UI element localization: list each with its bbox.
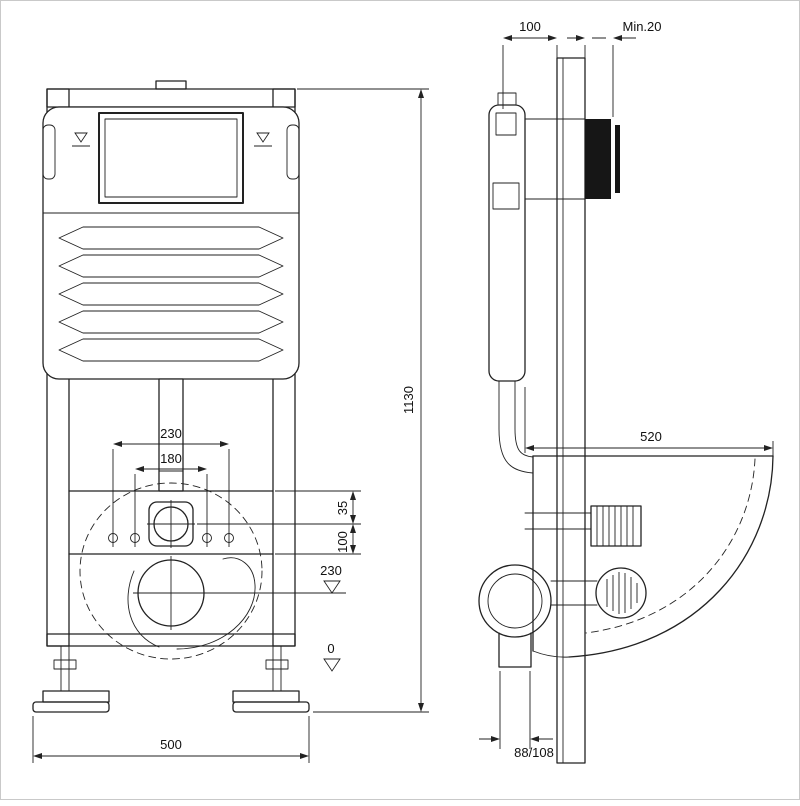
dim-text-inlet-offset: 35: [335, 501, 350, 515]
frame-rail-side: [556, 57, 586, 764]
mounting-plate: [68, 490, 274, 555]
dim-overall-height: 1130: [297, 88, 429, 713]
level-text-floor: 0: [327, 641, 334, 656]
side-clip-left: [42, 124, 56, 180]
dim-wall-finish: Min.20: [567, 19, 662, 117]
cistern-front: [42, 106, 300, 380]
inspection-window: [98, 112, 244, 204]
flush-marker-right: [254, 132, 272, 147]
dim-bowl-projection: 520: [524, 387, 774, 456]
dim-text-overall-height: 1130: [401, 386, 416, 414]
dim-text-outlet-pipe: 88/108: [514, 745, 554, 760]
level-text-outlet: 230: [320, 563, 342, 578]
bowl-outline-side: [532, 455, 774, 658]
dim-text-frame-depth: 100: [519, 19, 541, 34]
side-clip-right: [286, 124, 300, 180]
support-feet: [32, 645, 310, 713]
flush-plate-box: [524, 118, 620, 200]
flush-bend-side: [498, 380, 534, 474]
outlet-connector: [550, 567, 647, 619]
front-view: [32, 80, 310, 713]
dim-text-wall-finish: Min.20: [622, 19, 661, 34]
wall-fixing-block: [524, 505, 642, 547]
dim-outlet-pipe: 88/108: [479, 671, 554, 760]
dim-text-bolts-inner: 180: [160, 451, 182, 466]
dim-text-overall-width: 500: [160, 737, 182, 752]
flush-pipe: [158, 378, 184, 492]
flush-marker-left: [72, 132, 90, 147]
cistern-side: [488, 92, 526, 382]
level-outlet-axis: 230: [209, 563, 346, 594]
dim-text-bolts-outer: 230: [160, 426, 182, 441]
dim-frame-depth: 100: [502, 19, 558, 109]
dim-inlet-to-outlet: 100: [275, 524, 361, 555]
dim-overall-width: 500: [32, 716, 310, 763]
insulation-panel: [58, 226, 284, 362]
side-view: [478, 57, 774, 764]
dim-bolts-inner: 180: [134, 451, 208, 547]
dim-bolts-outer: 230: [112, 426, 230, 547]
waste-elbow: [478, 564, 552, 668]
dim-text-inlet-to-outlet: 100: [335, 531, 350, 553]
level-floor: 0: [323, 641, 341, 672]
dim-inlet-offset: 35: [197, 490, 361, 525]
dim-text-bowl-projection: 520: [640, 429, 662, 444]
dimensions: 1130 500 230 180 35: [32, 19, 774, 763]
waste-outlet: [133, 556, 209, 630]
